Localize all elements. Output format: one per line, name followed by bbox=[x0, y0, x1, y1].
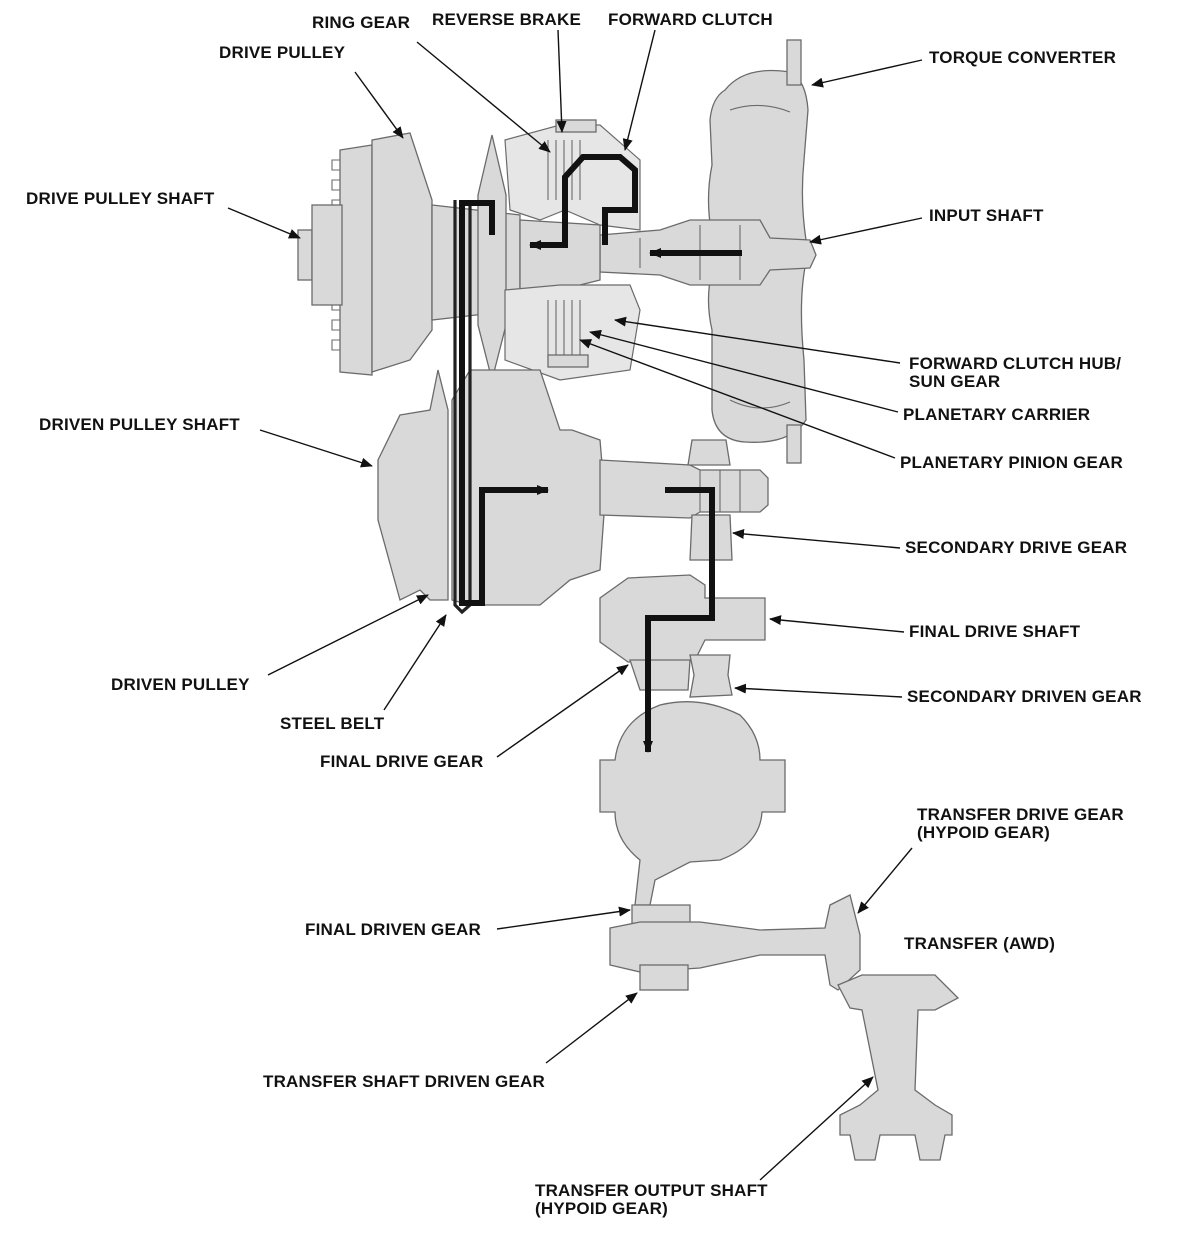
leader-secondary-drive-gear bbox=[732, 529, 901, 549]
label-transfer-awd: TRANSFER (AWD) bbox=[904, 934, 1056, 953]
leader-driven-pulley bbox=[267, 594, 429, 676]
label-drive-pulley-shaft: DRIVE PULLEY SHAFT bbox=[26, 189, 215, 208]
steel-belt bbox=[453, 200, 472, 615]
label-planetary-carrier: PLANETARY CARRIER bbox=[903, 405, 1091, 424]
leader-secondary-driven-gear bbox=[734, 683, 903, 698]
label-driven-pulley: DRIVEN PULLEY bbox=[111, 675, 250, 694]
label-final-drive-gear: FINAL DRIVE GEAR bbox=[320, 752, 484, 771]
label-reverse-brake: REVERSE BRAKE bbox=[432, 10, 582, 29]
leader-final-drive-gear bbox=[496, 664, 629, 758]
label-forward-clutch-hub-line1: FORWARD CLUTCH HUB/ bbox=[909, 354, 1122, 373]
leader-transfer-shaft-driven-gear bbox=[545, 992, 638, 1064]
leader-steel-belt bbox=[383, 614, 447, 711]
leader-forward-clutch bbox=[622, 29, 656, 151]
leader-driven-pulley-shaft bbox=[259, 429, 373, 468]
leader-planetary-pinion-gear bbox=[579, 339, 896, 459]
label-final-driven-gear: FINAL DRIVEN GEAR bbox=[305, 920, 481, 939]
differential bbox=[599, 701, 786, 926]
label-steel-belt: STEEL BELT bbox=[280, 714, 385, 733]
leader-drive-pulley-shaft bbox=[227, 207, 301, 239]
leader-reverse-brake bbox=[556, 29, 567, 133]
label-secondary-drive-gear: SECONDARY DRIVE GEAR bbox=[905, 538, 1128, 557]
leader-lines bbox=[227, 29, 923, 1181]
label-ring-gear: RING GEAR bbox=[312, 13, 411, 32]
leader-transfer-output-shaft bbox=[759, 1076, 874, 1181]
label-input-shaft: INPUT SHAFT bbox=[929, 206, 1044, 225]
label-transfer-output-shaft-line2: (HYPOID GEAR) bbox=[535, 1199, 668, 1218]
label-transfer-drive-gear-line1: TRANSFER DRIVE GEAR bbox=[917, 805, 1124, 824]
label-transfer-output-shaft-line1: TRANSFER OUTPUT SHAFT bbox=[535, 1181, 768, 1200]
label-forward-clutch-hub-line2: SUN GEAR bbox=[909, 372, 1001, 391]
leader-ring-gear bbox=[416, 41, 551, 153]
leader-final-driven-gear bbox=[496, 906, 631, 930]
leader-forward-clutch-hub bbox=[614, 316, 901, 364]
label-planetary-pinion-gear: PLANETARY PINION GEAR bbox=[900, 453, 1124, 472]
leader-torque-converter bbox=[811, 59, 923, 88]
leader-transfer-drive-gear bbox=[857, 847, 913, 914]
transfer-unit bbox=[609, 894, 960, 1161]
leader-drive-pulley bbox=[354, 71, 404, 139]
leader-final-drive-shaft bbox=[769, 615, 905, 633]
label-transfer-drive-gear-line2: (HYPOID GEAR) bbox=[917, 823, 1050, 842]
label-final-drive-shaft: FINAL DRIVE SHAFT bbox=[909, 622, 1081, 641]
label-transfer-shaft-driven-gear: TRANSFER SHAFT DRIVEN GEAR bbox=[263, 1072, 545, 1091]
label-forward-clutch: FORWARD CLUTCH bbox=[608, 10, 773, 29]
label-torque-converter: TORQUE CONVERTER bbox=[929, 48, 1117, 67]
leader-planetary-carrier bbox=[589, 329, 899, 413]
label-driven-pulley-shaft: DRIVEN PULLEY SHAFT bbox=[39, 415, 240, 434]
label-drive-pulley: DRIVE PULLEY bbox=[219, 43, 346, 62]
final-drive-shaft bbox=[599, 574, 766, 698]
label-secondary-driven-gear: SECONDARY DRIVEN GEAR bbox=[907, 687, 1142, 706]
leader-input-shaft bbox=[809, 217, 923, 245]
power-flow-path bbox=[459, 154, 742, 753]
